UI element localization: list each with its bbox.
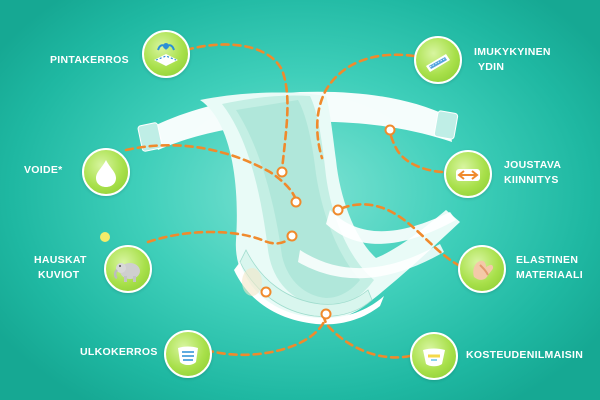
left-tab: [137, 122, 163, 152]
outer-layer-icon: [164, 330, 212, 378]
absorbent-core-icon: [414, 36, 462, 84]
connector-joustava: [388, 128, 444, 174]
surface-layer-icon: [142, 30, 190, 78]
elephant-print-icon: [104, 245, 152, 293]
lotion-drop-icon: [82, 148, 130, 196]
endpoint-rings: [260, 124, 396, 320]
elastic-hand-icon: [458, 245, 506, 293]
connector-kosteus: [322, 314, 412, 359]
label-joustava-2: KIINNITYS: [504, 174, 559, 186]
wetness-indicator-icon: [410, 332, 458, 380]
label-imukykyinen-1: IMUKYKYINEN: [474, 46, 551, 58]
label-joustava-1: JOUSTAVA: [504, 159, 562, 171]
ring-extra: [260, 286, 272, 298]
ring-voide: [290, 196, 302, 208]
right-tab: [433, 110, 459, 140]
label-elastinen-1: ELASTINEN: [516, 254, 579, 266]
stretch-tab-icon: [444, 150, 492, 198]
label-imukykyinen-2: YDIN: [478, 61, 505, 73]
label-elastinen-2: MATERIAALI: [516, 269, 583, 281]
diaper-illustration: [137, 91, 460, 325]
connector-pintakerros: [184, 43, 289, 172]
connector-imukykyinen: [315, 53, 416, 160]
label-hauskat-1: HAUSKAT: [34, 254, 87, 266]
ring-pintakerros: [276, 166, 288, 178]
connector-elastinen: [336, 203, 462, 268]
label-hauskat-2: KUVIOT: [38, 269, 80, 281]
connector-voide: [124, 144, 298, 202]
label-kosteudenilmaisin: KOSTEUDENILMAISIN: [466, 349, 584, 361]
ring-ulkokerros: [320, 308, 332, 320]
ring-joustava: [384, 124, 396, 136]
decor-dot: [100, 232, 110, 242]
connector-hauskat: [146, 230, 294, 245]
ring-elastinen: [332, 204, 344, 216]
label-voide: VOIDE*: [24, 164, 63, 176]
ring-hauskat: [286, 230, 298, 242]
label-ulkokerros: ULKOKERROS: [80, 346, 158, 358]
label-pintakerros: PINTAKERROS: [50, 54, 129, 66]
